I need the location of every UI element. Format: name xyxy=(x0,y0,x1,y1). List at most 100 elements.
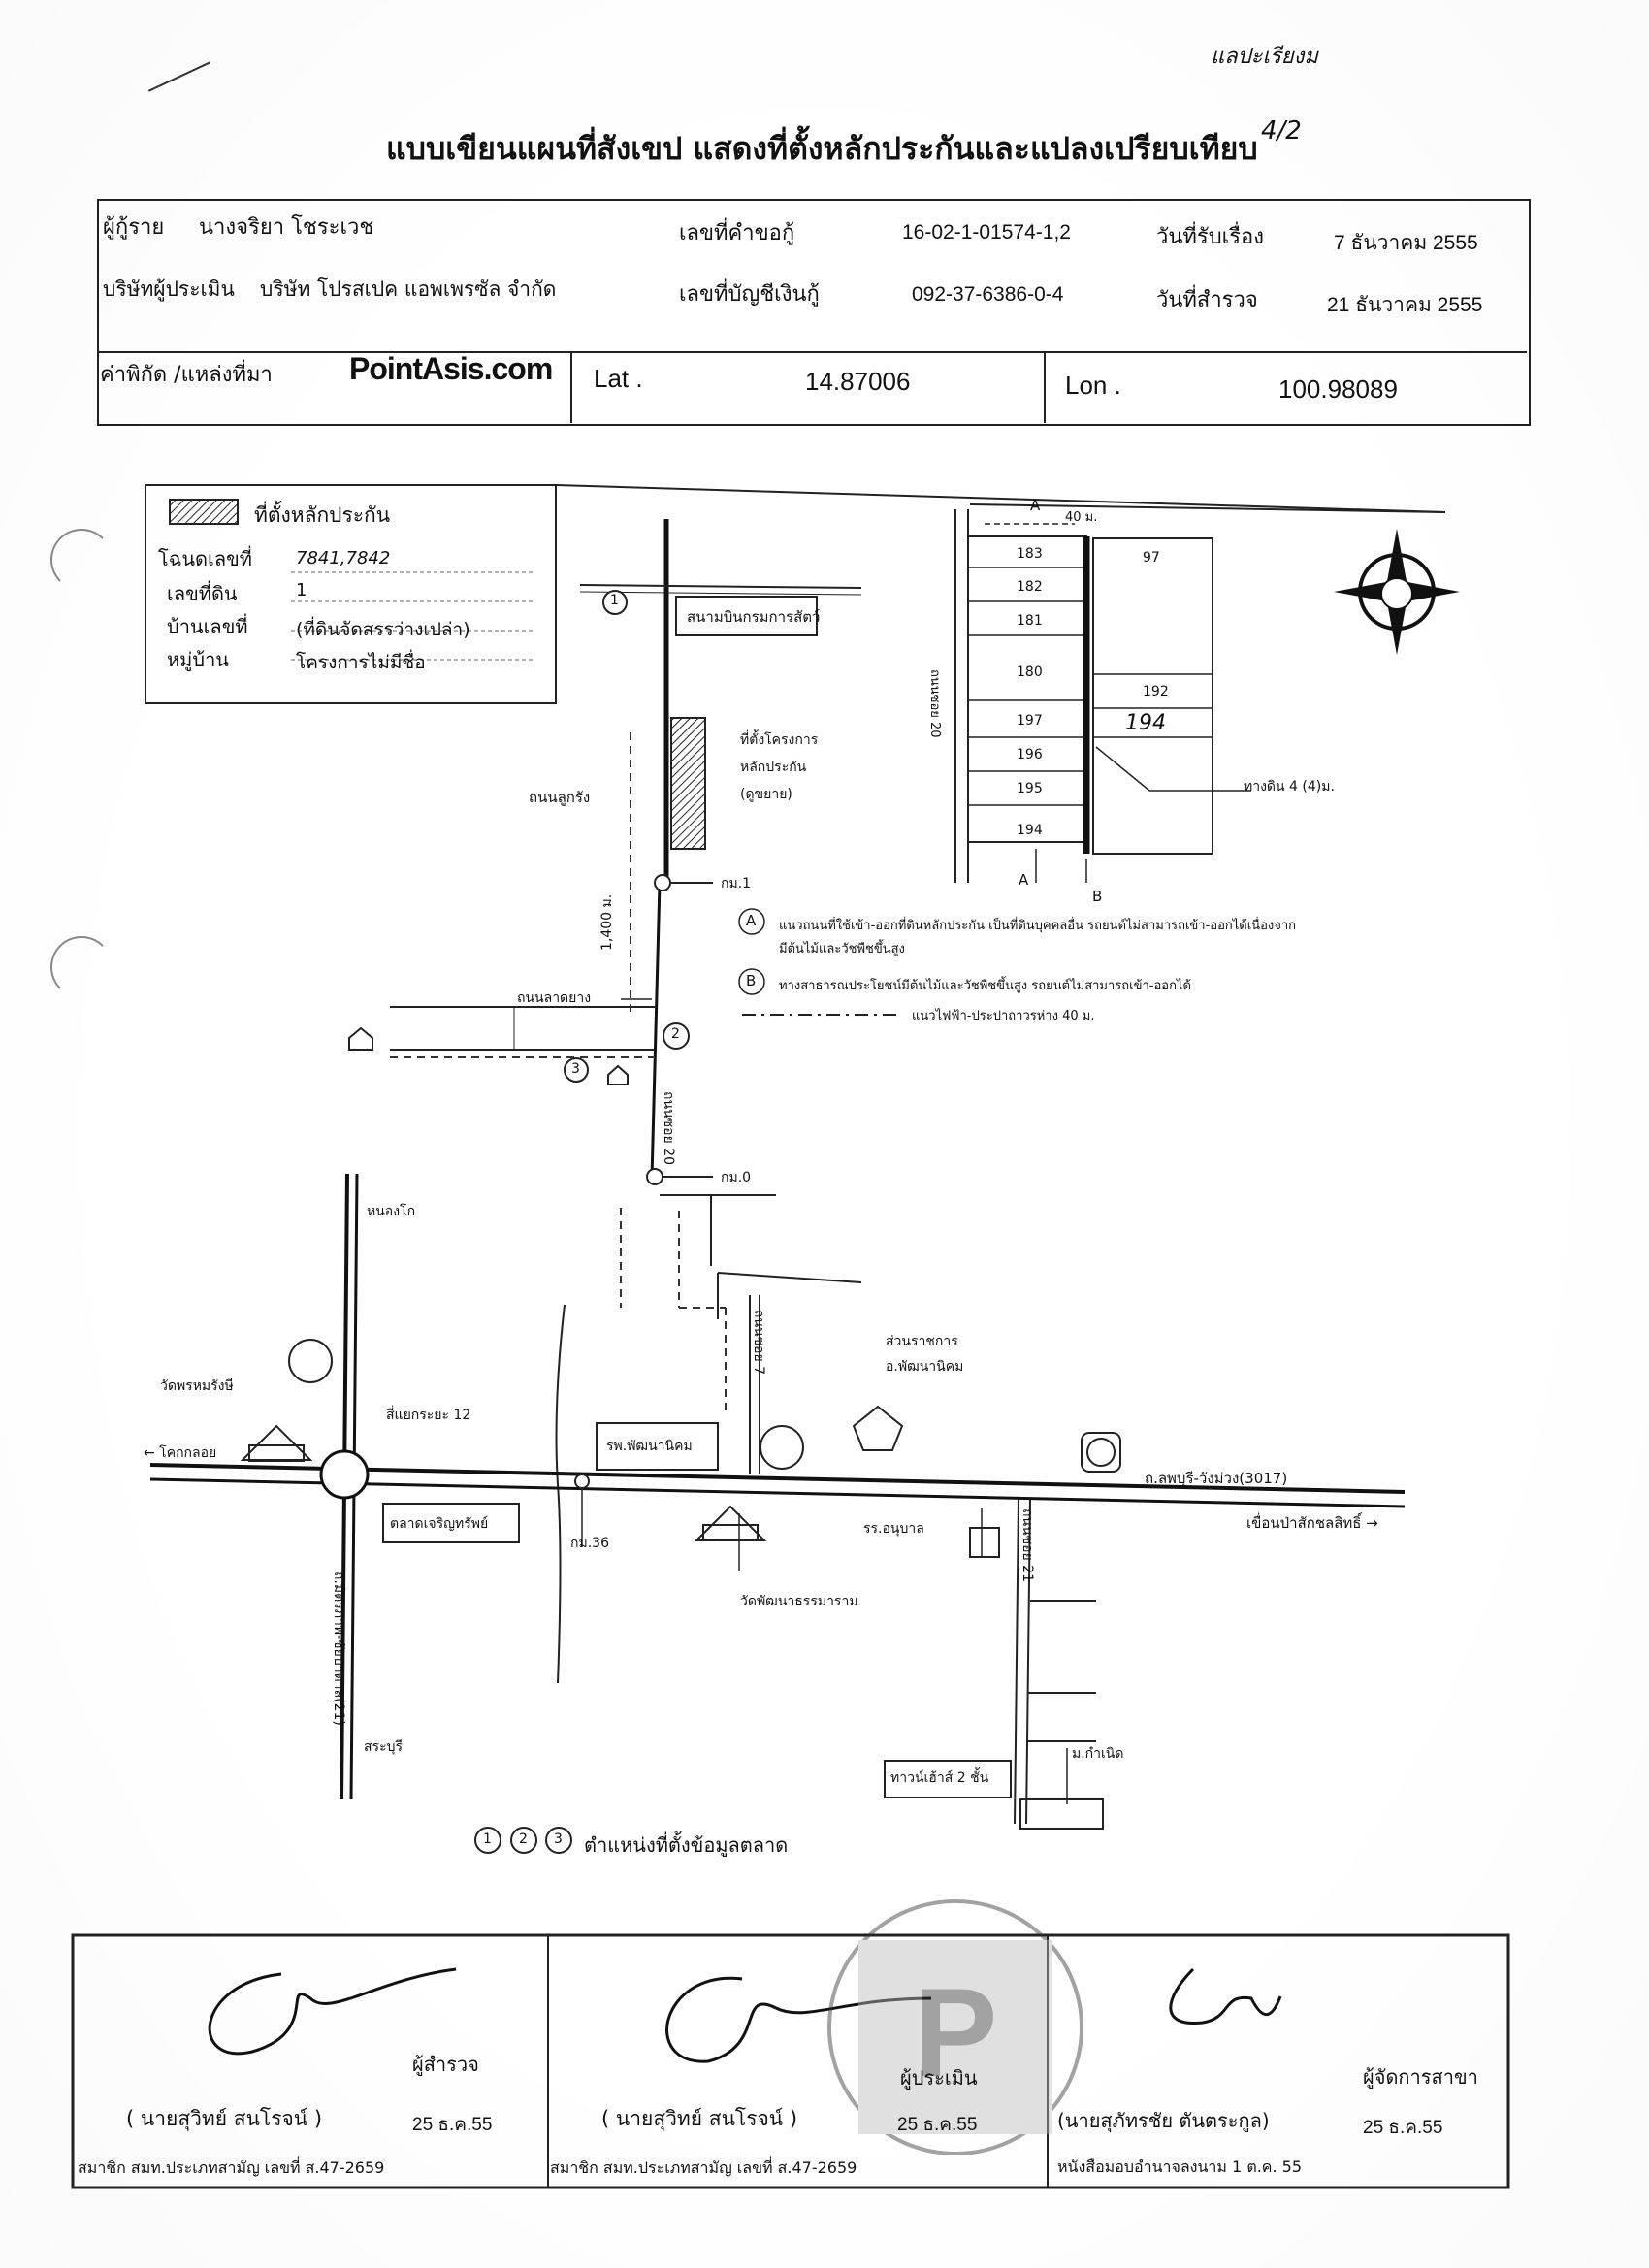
compass-icon xyxy=(1334,529,1460,655)
legend-circle-1: 1 xyxy=(483,1831,492,1847)
corner-note: แลปะเรียงม xyxy=(1211,45,1318,69)
appraiser-label: บริษัทผู้ประเมิน xyxy=(103,277,235,301)
header-divider xyxy=(97,351,1527,353)
header-divider xyxy=(1044,351,1046,423)
signer-2-member: สมาชิก สมท.ประเภทสามัญ เลขที่ ส.47-2659 xyxy=(550,2158,857,2177)
survey-date-value: 21 ธันวาคม 2555 xyxy=(1327,294,1483,316)
map-label-intersection: สี่แยกระยะ 12 xyxy=(386,1408,471,1423)
map-label-mittraphap: ถ.มิตรภาพ-ชัยบาดาล(21) xyxy=(331,1571,346,1726)
lot-194-handwritten: 194 xyxy=(1125,711,1166,735)
request-no-value: 16-02-1-01574-1,2 xyxy=(902,221,1071,243)
map-label-m-kamnoen: ม.กำเนิด xyxy=(1072,1746,1124,1762)
lat-label: Lat . xyxy=(594,364,643,393)
map-label-km1: กม.1 xyxy=(721,876,752,891)
signer-3-note: หนังสือมอบอำนาจลงนาม 1 ต.ค. 55 xyxy=(1057,2157,1303,2176)
received-date-value: 7 ธันวาคม 2555 xyxy=(1334,232,1478,254)
map-label-dam: เขื่อนป่าสักชลสิทธิ์ → xyxy=(1246,1514,1378,1532)
map-label-soi7: ถนนซอย 7 xyxy=(751,1310,766,1376)
map-label-circle-1: 1 xyxy=(610,593,619,608)
deed-label: โฉนดเลขที่ xyxy=(158,547,252,570)
loan-account-value: 092-37-6386-0-4 xyxy=(912,283,1064,306)
note-a-marker: A xyxy=(746,912,757,929)
lot-196: 196 xyxy=(1017,747,1043,762)
note-b-marker: B xyxy=(746,972,757,989)
received-date-label: วันที่รับเรื่อง xyxy=(1156,225,1264,249)
signer-2-date: 25 ธ.ค.55 xyxy=(897,2115,978,2135)
borrower-value: นางจริยา โชระเวช xyxy=(199,215,374,240)
map-label-project-3: (ดูขยาย) xyxy=(740,787,792,802)
legend-collateral-label: ที่ตั้งหลักประกัน xyxy=(254,503,391,527)
note-power-line: แนวไฟฟ้า-ประปาถาวรห่าง 40 ม. xyxy=(912,1009,1095,1023)
inset-label-b-bottom: B xyxy=(1092,888,1103,905)
coords-label: ค่าพิกัด /แหล่งที่มา xyxy=(100,363,273,387)
signer-1-member: สมาชิก สมท.ประเภทสามัญ เลขที่ ส.47-2659 xyxy=(78,2158,385,2177)
signer-2-name: ( นายสุวิทย์ สนโรจน์ ) xyxy=(601,2107,798,2130)
company-stamp: P xyxy=(827,1899,1083,2155)
signer-2-role: ผู้ประเมิน xyxy=(900,2066,978,2090)
lot-194: 194 xyxy=(1017,823,1043,838)
village-label: หมู่บ้าน xyxy=(167,648,229,671)
lot-197: 197 xyxy=(1017,713,1043,729)
land-no-value: 1 xyxy=(296,580,307,600)
page-number: 4/2 xyxy=(1261,116,1302,146)
lon-value: 100.98089 xyxy=(1278,374,1398,404)
appraiser-value: บริษัท โปรสเปค แอพเพรซัล จำกัด xyxy=(260,277,557,301)
inset-label-a-top: A xyxy=(1030,497,1041,514)
request-no-label: เลขที่คำขอกู้ xyxy=(679,221,795,245)
survey-date-label: วันที่สำรวจ xyxy=(1156,288,1258,312)
loan-account-label: เลขที่บัญชีเงินกู้ xyxy=(679,282,820,307)
note-a-text-2: มีต้นไม้และวัชพืชขึ้นสูง xyxy=(779,942,905,956)
map-label-market: ตลาดเจริญทรัพย์ xyxy=(390,1516,489,1532)
village-value: โครงการไม่มีชื่อ xyxy=(296,652,426,673)
map-label-soi21: ถนนซอย 21 xyxy=(1019,1508,1035,1582)
note-a-text-1: แนวถนนที่ใช้เข้า-ออกที่ดินหลักประกัน เป็… xyxy=(779,919,1297,933)
map-label-road-2: ถนนลาดยาง xyxy=(517,990,592,1006)
punch-hole-icon xyxy=(50,529,113,591)
map-label-townhouse: ทาวน์เฮ้าส์ 2 ชั้น xyxy=(890,1770,989,1786)
map-label-road-1: ถนนลูกรัง xyxy=(529,789,591,806)
map-label-km0: กม.0 xyxy=(721,1170,752,1185)
lon-label: Lon . xyxy=(1065,371,1121,400)
map-label-wat-phatthana: วัดพัฒนาธรรมาราม xyxy=(740,1594,858,1609)
inset-label-a-bottom: A xyxy=(1018,871,1029,889)
map-label-km36: กม.36 xyxy=(570,1536,609,1551)
header-table xyxy=(97,199,1531,426)
lot-183: 183 xyxy=(1017,546,1043,562)
map-label-school: รร.อนุบาล xyxy=(863,1521,924,1537)
temple-icon xyxy=(694,1505,767,1541)
signer-1-name: ( นายสุวิทย์ สนโรจน์ ) xyxy=(126,2107,323,2130)
lot-181: 181 xyxy=(1017,613,1043,629)
note-b-text: ทางสาธารณประโยชน์มีต้นไม้และวัชพืชขึ้นสู… xyxy=(779,979,1191,993)
signer-1-date: 25 ธ.ค.55 xyxy=(412,2115,493,2135)
signer-1-role: ผู้สำรวจ xyxy=(412,2053,479,2076)
map-label-1400: 1,400 ม. xyxy=(599,893,615,951)
map-label-saraburi: สระบุรี xyxy=(364,1739,403,1755)
lot-182: 182 xyxy=(1017,579,1043,595)
map-label-district-2: อ.พัฒนานิคม xyxy=(886,1359,964,1375)
signer-3-date: 25 ธ.ค.55 xyxy=(1363,2118,1443,2138)
legend-circle-2: 2 xyxy=(519,1831,528,1847)
lot-195: 195 xyxy=(1017,781,1043,796)
signer-3-role: ผู้จัดการสาขา xyxy=(1363,2065,1478,2089)
map-label-main-road: ถ.ลพบุรี-วังม่วง(3017) xyxy=(1145,1470,1288,1487)
lot-192: 192 xyxy=(1143,684,1169,699)
lat-value: 14.87006 xyxy=(805,367,911,396)
inset-width: 40 ม. xyxy=(1065,510,1098,525)
page-title: แบบเขียนแผนที่สังเขป แสดงที่ตั้งหลักประก… xyxy=(386,130,1258,167)
house-no-label: บ้านเลขที่ xyxy=(167,615,248,638)
map-label-nongkhok: หนองโก xyxy=(367,1204,416,1219)
map-label-project-1: ที่ตั้งโครงการ xyxy=(740,732,819,748)
map-label-district-1: ส่วนราชการ xyxy=(886,1334,958,1349)
svg-text:P: P xyxy=(914,1961,998,2103)
lot-180: 180 xyxy=(1017,664,1043,680)
map-label-soi20: ถนนซอย 20 xyxy=(661,1091,676,1165)
map-label-sanam: สนามบินกรมการสัตว์ xyxy=(687,608,821,626)
map-label-wat-phrom: วัดพรหมรังษี xyxy=(160,1378,234,1394)
map-label-khokkloi: ← โคกกลอย xyxy=(144,1445,217,1461)
coords-source: PointAsis.com xyxy=(349,351,553,386)
legend-circle-3: 3 xyxy=(554,1831,563,1847)
market-positions-label: ตำแหน่งที่ตั้งข้อมูลตลาด xyxy=(584,1833,789,1857)
house-no-value: (ที่ดินจัดสรรว่างเปล่า) xyxy=(296,619,470,640)
header-divider xyxy=(570,351,572,423)
